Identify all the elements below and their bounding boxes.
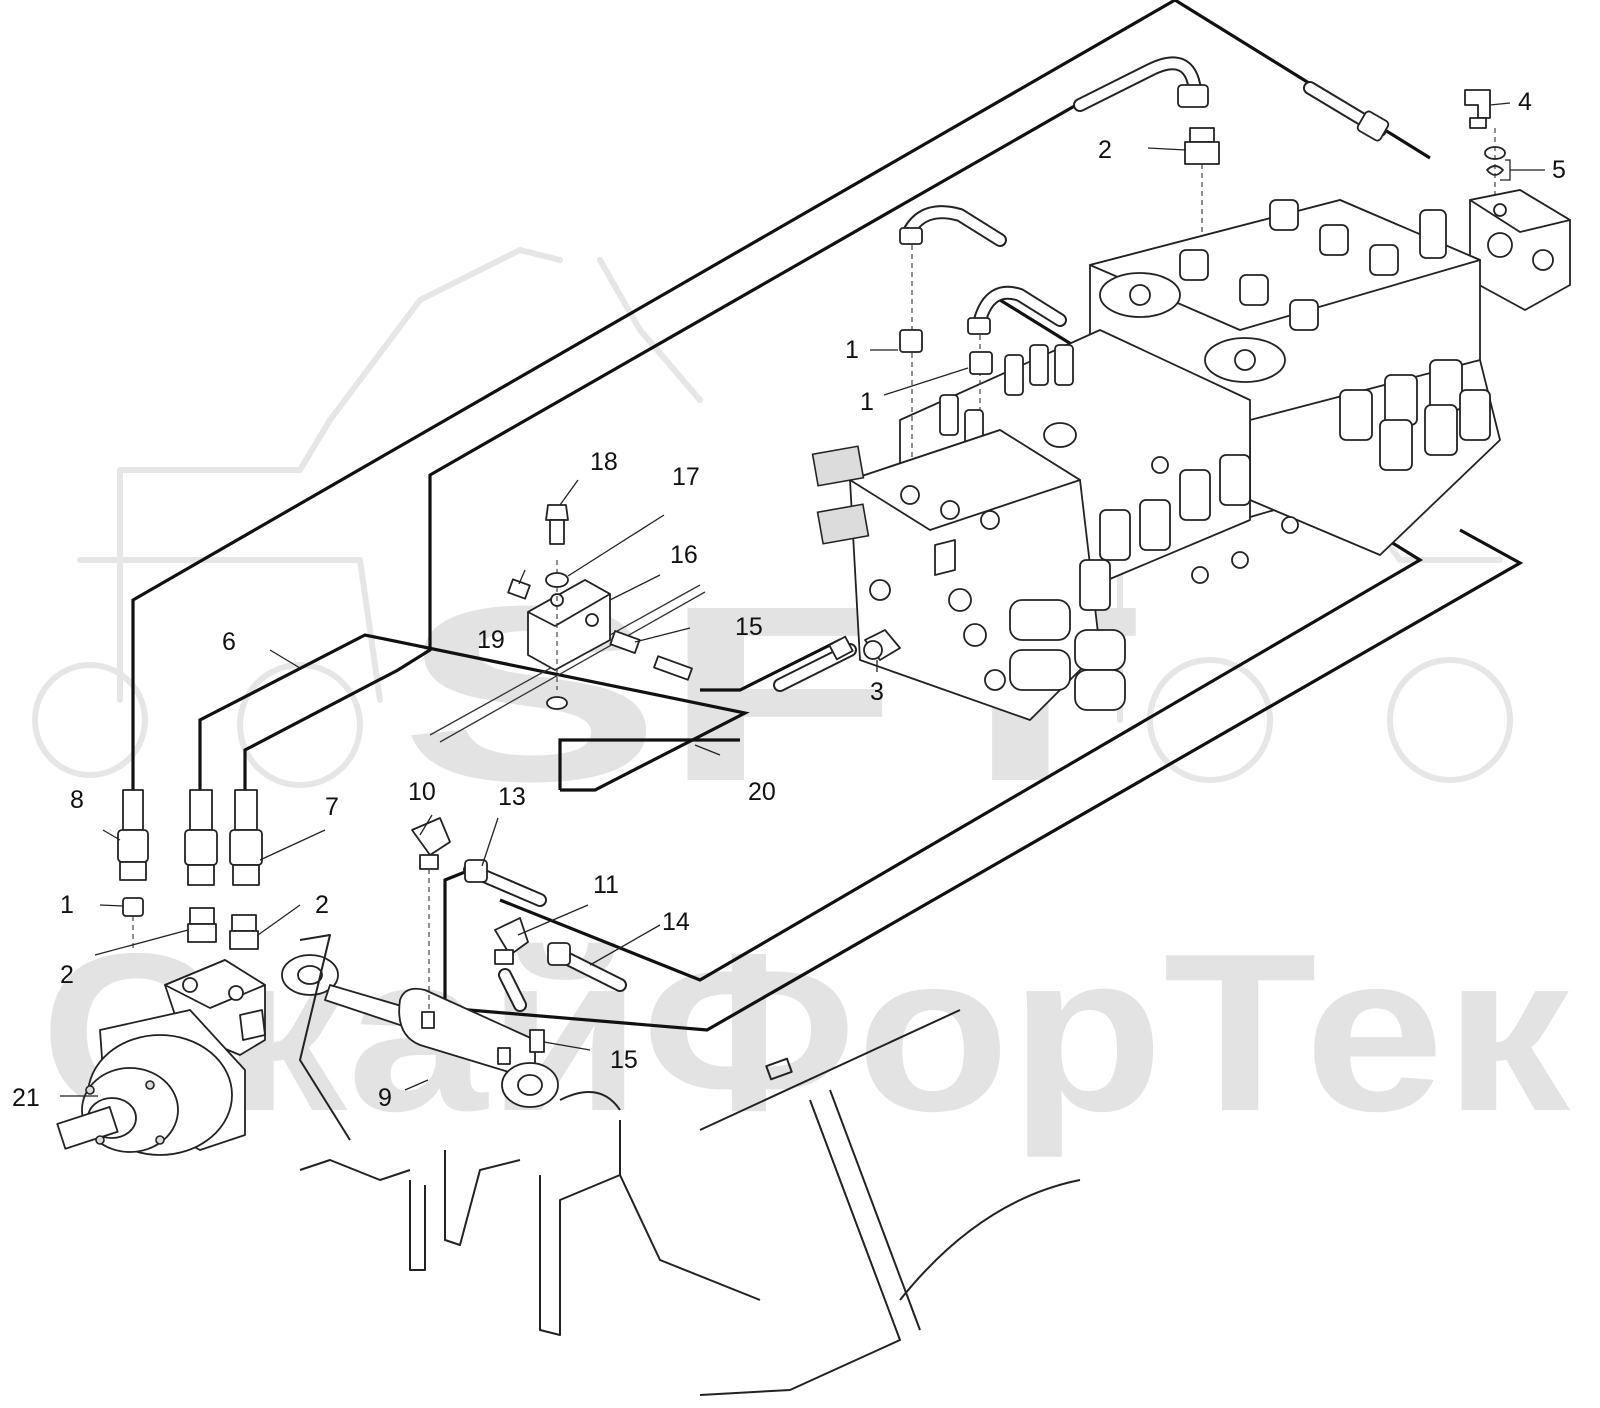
callout-15-a: 15	[735, 613, 763, 641]
connectors-middle	[939, 344, 1077, 451]
callout-9: 9	[378, 1084, 392, 1112]
top-hoses	[1073, 56, 1571, 311]
callout-19: 19	[477, 626, 505, 654]
callout-5: 5	[1552, 156, 1566, 184]
callout-4: 4	[1518, 88, 1532, 116]
hose-13	[463, 859, 547, 907]
watermark-company: СкайФорТек	[40, 906, 1570, 1158]
callout-7: 7	[325, 793, 339, 821]
hose-routes	[131, 0, 1524, 1032]
washer-17	[545, 572, 569, 588]
hose-route-20	[558, 738, 740, 790]
valve-bank	[811, 199, 1501, 721]
elbow-4	[1464, 89, 1491, 129]
callout-21: 21	[12, 1084, 40, 1112]
fittings-1-valve	[899, 329, 993, 375]
callout-8: 8	[70, 786, 84, 814]
valve-caps	[1179, 199, 1447, 331]
callout-leaders	[60, 102, 1545, 1097]
solenoid-coils-right	[1339, 359, 1491, 471]
cylinder-9	[281, 954, 559, 1108]
callout-14: 14	[662, 908, 690, 936]
hose-route-8	[131, 0, 1431, 790]
hose-end-8	[117, 789, 149, 881]
chassis-frame	[299, 934, 1081, 1396]
elbow-10	[411, 817, 451, 1010]
hose-route-7	[243, 98, 1086, 790]
fitting-3	[773, 629, 901, 692]
port-block	[1469, 189, 1571, 311]
callout-17: 17	[672, 463, 700, 491]
callout-15-b: 15	[610, 1046, 638, 1074]
callout-6: 6	[222, 628, 236, 656]
callout-11: 11	[593, 871, 619, 899]
callout-1-a: 1	[845, 336, 859, 364]
callout-2-b: 2	[60, 961, 74, 989]
callout-16: 16	[670, 541, 698, 569]
callout-2-top: 2	[1098, 136, 1112, 164]
hose-route-13	[443, 528, 1524, 1032]
callout-labels: 2 4 5 1 1 18 17 16 15 19 6 3 20 8 7 10 1…	[12, 88, 1566, 1112]
fitting-15-top	[609, 630, 693, 681]
elbow-11	[494, 917, 529, 1012]
solenoids-front	[1009, 454, 1251, 711]
callout-18: 18	[590, 448, 618, 476]
adapters-2-left	[187, 907, 259, 950]
hose-route-6	[198, 633, 750, 792]
hose-14	[547, 942, 627, 992]
hose-ends-7	[184, 789, 263, 886]
bolt-18	[545, 504, 569, 545]
front-face-ports	[869, 485, 1006, 691]
hydraulic-motor-21	[56, 959, 266, 1156]
adapter-2-top	[1184, 127, 1220, 245]
fitting-15-bottom	[529, 1029, 545, 1053]
watermark-tractor-left	[32, 247, 703, 788]
hose-route-3	[700, 638, 841, 692]
callout-10: 10	[408, 778, 436, 806]
callout-13: 13	[498, 783, 526, 811]
callout-2-a: 2	[315, 891, 329, 919]
fitting-19	[507, 578, 531, 600]
block-16	[527, 560, 611, 710]
washer-5	[1484, 128, 1506, 200]
callout-20: 20	[748, 778, 776, 806]
callout-1-c: 1	[60, 891, 74, 919]
callout-3: 3	[870, 678, 884, 706]
callout-1-b: 1	[860, 388, 874, 416]
